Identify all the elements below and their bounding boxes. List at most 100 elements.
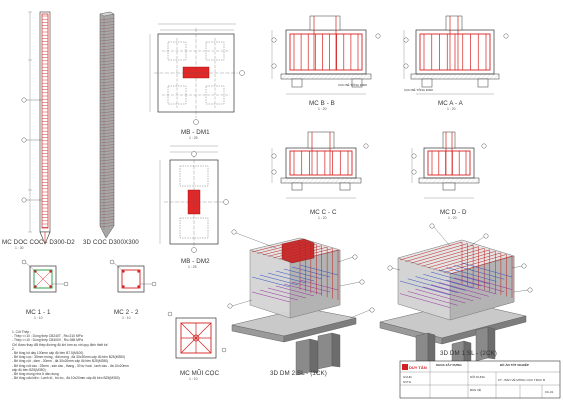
rebar-line <box>99 150 115 153</box>
rebar-line <box>99 207 115 210</box>
rebar-line <box>99 48 115 51</box>
footing-3d-dm2 <box>227 229 375 376</box>
rebar-line <box>267 272 307 284</box>
title-pile-3d: 3D COC D300X300 <box>83 239 139 246</box>
rebar-line <box>257 241 306 254</box>
rebar-line <box>267 287 307 299</box>
rebar-line <box>259 274 299 286</box>
rebar-line <box>99 30 115 33</box>
notes-line: - Bê tông cột , dầm - 30mm , đà 30x20mm … <box>12 359 109 364</box>
rebar-line <box>99 27 115 30</box>
title-mc-bb: MC B - B <box>309 100 335 107</box>
rebar-line <box>283 283 323 295</box>
tb-row-banve: BẢN VẼ <box>470 388 482 392</box>
title-pile-elevation: MC DOC COC - D300-D2 <box>2 239 75 246</box>
rebar-line <box>99 120 115 123</box>
rebar-line <box>99 123 115 126</box>
rebar-line <box>99 210 115 213</box>
tb-sheet-no: KC-01 <box>545 390 554 394</box>
rebar-line <box>399 280 451 296</box>
notes-line: Chỉ được thay đổi thép đường độ khi hơn … <box>12 342 108 347</box>
title-mc-2-2: MC 2 - 2 <box>114 309 139 316</box>
rebar-line <box>99 219 115 222</box>
tb-project: ĐỒ ÁN TỐT NGHIỆP <box>500 363 529 367</box>
rebar-line <box>99 57 115 60</box>
rebar-line <box>99 90 115 93</box>
rebar-line <box>289 249 339 263</box>
rebar-line <box>99 84 115 87</box>
rebar-line <box>99 72 115 75</box>
pile-tip-section <box>167 311 227 359</box>
rebar-line <box>99 111 115 114</box>
tb-drawing: KT - BẢN VẼ MÓNG CỌC TRỤC B <box>498 378 546 382</box>
scale-mb-dm1: 1 : 25 <box>189 136 198 140</box>
footing-3d-dm1 <box>379 223 533 376</box>
notes-lines: - Thép <=10 : Dùng thép CB240T , Rs=210 … <box>12 334 129 380</box>
rebar-line <box>430 284 482 299</box>
rebar-line <box>415 276 466 291</box>
rebar-line <box>99 177 115 180</box>
rebar-line <box>99 132 115 135</box>
section-cc <box>271 131 369 199</box>
rebar-line <box>99 165 115 168</box>
rebar-line <box>275 285 315 297</box>
rebar-line <box>99 45 115 48</box>
rebar-line <box>99 54 115 57</box>
pile-3d <box>99 11 115 239</box>
rebar-line <box>427 249 490 269</box>
plan-dm1 <box>149 23 245 125</box>
rebar-line <box>461 275 513 290</box>
rebar-line <box>99 189 115 192</box>
rebar-line <box>399 293 451 308</box>
rebar-line <box>99 171 115 174</box>
rebar-line <box>99 198 115 201</box>
rebar-line <box>99 63 115 66</box>
scale-mc-aa: 1 : 20 <box>447 107 456 111</box>
rebar-line <box>99 18 115 21</box>
tb-row-svth: SVTH <box>403 380 412 384</box>
rebar-line <box>461 262 513 278</box>
title-mc-cc: MC C - C <box>310 209 337 216</box>
rebar-line <box>251 239 301 253</box>
rebar-line <box>99 204 115 207</box>
rebar-line <box>99 201 115 204</box>
rebar-line <box>99 33 115 36</box>
rebar-line <box>407 291 458 306</box>
rebar-line <box>251 291 291 303</box>
title-mc-mui-coc: MC MŨI CỌC <box>180 370 220 377</box>
rebar-line <box>99 39 115 42</box>
rebar-line <box>99 114 115 117</box>
section-dd <box>411 131 487 199</box>
rebar-line <box>279 246 328 260</box>
rebar-line <box>423 286 474 302</box>
title-mc-dd: MC D - D <box>440 209 467 216</box>
rebar-line <box>275 270 315 282</box>
rebar-line <box>262 242 311 256</box>
rebar-line <box>416 246 479 265</box>
notes-block: 1. Cốt Thép : - Thép <=10 : Dùng thép CB… <box>12 330 129 380</box>
rebar-line <box>99 87 115 90</box>
tb-row-gvhd: GVHD <box>403 375 412 379</box>
scale-mb-dm2: 1 : 25 <box>188 265 197 269</box>
scale-mc-dd: 1 : 20 <box>448 216 457 220</box>
rebar-line <box>268 244 317 257</box>
tb-company: DUY TÂN <box>409 365 427 370</box>
title-mc-aa: MC A - A <box>438 100 463 107</box>
rebar-line <box>411 244 474 264</box>
rebar-line <box>454 277 505 293</box>
notes-line: - Bê tông lót dày 100mm cấp độ bền B7.5(… <box>12 351 84 356</box>
rebar-line <box>446 267 497 282</box>
rebar-line <box>99 69 115 72</box>
rebar-line <box>99 117 115 120</box>
rebar-line <box>438 252 501 272</box>
rebar-line <box>99 102 115 105</box>
section-1-1 <box>21 259 69 293</box>
scale-mc-mui-coc: 1 : 10 <box>189 377 198 381</box>
pile-elevation <box>21 11 51 245</box>
title-mb-dm2: MB - DM2 <box>181 258 210 265</box>
tb-row-noidung: NỘI DUNG <box>470 375 485 379</box>
rebar-line <box>99 183 115 186</box>
rebar-line <box>99 141 115 144</box>
notes-line: - Bê tông cấu kiện : Lanh tô , bồ trụ , … <box>12 376 120 381</box>
